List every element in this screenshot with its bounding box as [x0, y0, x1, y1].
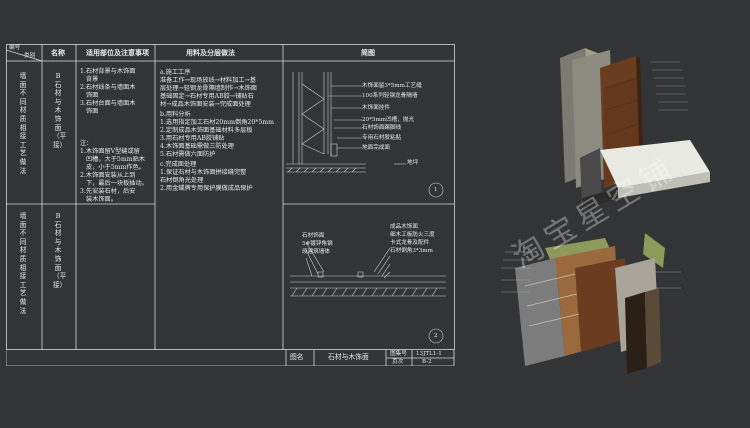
materials-line-8: 3.用石材专用AB胶铺贴	[160, 135, 225, 142]
footer-drawing-name: 石材与木饰面	[328, 353, 369, 361]
footer-sheet-no: 13JTL1-1	[416, 351, 442, 357]
materials-line-7: 2.定制成品木饰面基础材料多层板	[160, 127, 253, 134]
row2-name: B石材与木饰面（平接）	[53, 212, 67, 289]
materials-line-3: 基础固定→石材专用AB胶→铺贴石	[160, 93, 254, 100]
sketch1-label-4: 石材饰面踢脚线	[362, 125, 402, 131]
row1-note-4: 2.木饰面安装从上到	[80, 172, 136, 179]
sketch1-number: 1	[434, 187, 438, 193]
materials-line-6: 1.选用指定加工石材20mm倒角20*5mm	[160, 119, 275, 126]
row1-category: 墙面不同材质相接工艺做法	[19, 72, 27, 175]
table-grid	[6, 44, 455, 366]
sketch1-label-3: 20*5mm凹槽，抛光	[362, 117, 415, 123]
sketch2-left-label-2: 原建筑墙体	[302, 249, 330, 255]
row1-name: B石材与木饰面（平接）	[53, 72, 67, 149]
sketch2-right-label-2: 卡式龙骨及配件	[390, 240, 430, 246]
row2-category: 墙面不同材质相接工艺做法	[19, 212, 27, 315]
section-sketch-2	[290, 241, 446, 344]
row1-note-3: 皮，小于5mm作色。	[86, 164, 145, 171]
row1-note-0: 注：	[80, 140, 93, 147]
sketch1-floor-label: 地坪	[407, 160, 419, 166]
sketch1-label-2: 木饰面挂件	[362, 105, 390, 111]
row1-scope-4: 饰面	[86, 92, 99, 99]
render-3d-junction-1	[560, 48, 710, 210]
footer-page-label: 页次	[392, 359, 404, 365]
sketch1-label-1: 100系列轻钢龙骨隔墙	[362, 93, 418, 99]
row1-note-5: 下，最后一块板插动。	[86, 180, 148, 187]
sketch2-number: 2	[434, 333, 438, 339]
footer-name-label: 图名	[290, 353, 304, 361]
materials-line-11: c.完成面处理	[160, 161, 197, 168]
row1-scope-1: 1.石材背景与木饰面	[80, 68, 136, 75]
header-sketch: 简图	[361, 48, 375, 57]
row1-scope-3: 2.石材线条与墙面木	[80, 84, 136, 91]
materials-line-13: 石材倒角光处理	[160, 177, 204, 184]
row1-scope-2: 背景	[86, 76, 99, 83]
row1-note-7: 装木饰面。	[86, 196, 117, 203]
sketch2-left-label-0: 石材饰面	[302, 233, 325, 239]
materials-line-4: 材→成品木饰面安装→完成面处理	[160, 101, 251, 108]
header-materials: 用料及分层做法	[186, 48, 235, 57]
materials-line-14: 2.用金蝶牌专用保护膜做成品保护	[160, 185, 253, 192]
sketch1-label-6: 地面完成面	[362, 145, 390, 151]
row1-note-1: 1.木饰面留V型缝或留	[80, 148, 140, 155]
row1-scope-5: 3.石材台面与墙面木	[80, 100, 136, 107]
render-3d-junction-2	[501, 233, 681, 374]
header-number: 编号	[9, 45, 21, 51]
section-sketch-1	[286, 72, 444, 198]
sketch2-right-label-0: 成品木饰面	[390, 224, 418, 230]
materials-line-10: 5.石材需做六面防护	[160, 151, 216, 158]
materials-line-5: b.用料分析	[160, 111, 191, 118]
materials-line-9: 4.木饰面基础需做三防处理	[160, 143, 234, 150]
header-scope: 适用部位及注意事项	[86, 48, 149, 57]
sketch1-label-5: 专用石材胶粘贴	[362, 135, 402, 141]
footer-page: B-2	[422, 359, 432, 365]
sketch2-left-label-1: 5#镀锌角钢	[302, 241, 333, 247]
sketch1-label-0: 木饰面留3*5mm工艺缝	[362, 83, 422, 89]
header-category: 类别	[24, 53, 36, 59]
materials-line-1: 准备工作→现场放线→材料加工→基	[160, 77, 256, 84]
row1-note-2: 凹槽，大于5mm贴木	[86, 156, 145, 163]
row1-scope-6: 饰面	[86, 108, 99, 115]
drawing-sheet: 编号 类别 名称 适用部位及注意事项 用料及分层做法 简图 墙面不同材质相接工艺…	[6, 44, 456, 366]
header-name: 名称	[51, 48, 65, 57]
materials-line-0: a.施工工序	[160, 69, 191, 76]
materials-line-2: 层处理→轻钢龙骨隔墙制作→木饰面	[160, 85, 257, 92]
materials-line-12: 1.保证石材与木饰面拼接缝完整	[160, 169, 247, 176]
row1-note-6: 3.先安装石材，后安	[80, 188, 136, 195]
footer-sheet-no-label: 图集号	[390, 351, 407, 357]
sketch2-right-label-1: 细木工板防火三度	[390, 232, 435, 238]
sketch2-right-label-3: 石材倒角3*3mm	[390, 248, 433, 254]
